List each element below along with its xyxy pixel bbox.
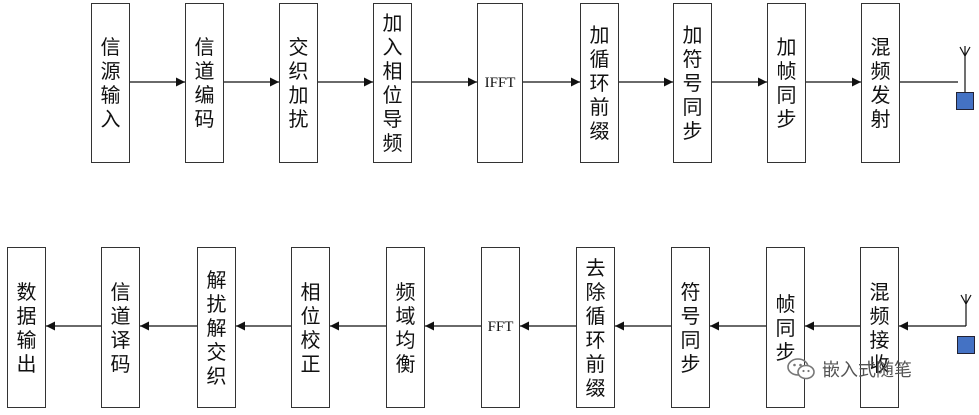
block-remove-cyclic-prefix: 去 除 循 环 前 缀 [576, 247, 615, 408]
block-channel-coding: 信 道 编 码 [185, 3, 224, 163]
block-label: 数 据 输 出 [16, 279, 37, 376]
block-add-frame-sync: 加 帧 同 步 [767, 3, 806, 163]
block-add-symbol-sync: 加 符 号 同 步 [673, 3, 712, 163]
block-add-phase-pilot: 加 入 相 位 导 频 [373, 3, 412, 163]
block-interleave-scramble: 交 织 加 扰 [279, 3, 318, 163]
block-label: 相 位 校 正 [300, 279, 321, 376]
block-fft: FFT [481, 247, 520, 408]
rx-antenna-base [957, 336, 975, 354]
block-label: 混 频 接 收 [869, 279, 890, 376]
watermark-text: 嵌入式随笔 [822, 360, 912, 381]
block-data-output: 数 据 输 出 [7, 247, 46, 408]
block-add-cyclic-prefix: 加 循 环 前 缀 [580, 3, 619, 163]
block-ifft: IFFT [477, 3, 523, 163]
block-descramble-deinterleave: 解 扰 解 交 织 [197, 247, 236, 408]
block-label: 频 域 均 衡 [395, 279, 416, 376]
block-symbol-sync: 符 号 同 步 [671, 247, 710, 408]
block-mix-transmit: 混 频 发 射 [861, 3, 900, 163]
tx-antenna-icon [900, 46, 971, 94]
block-label: 加 符 号 同 步 [682, 23, 703, 143]
block-channel-decoding: 信 道 译 码 [101, 247, 140, 408]
block-label: 解 扰 解 交 织 [206, 267, 227, 388]
watermark: 嵌入式随笔 [786, 355, 912, 383]
block-label: 信 源 输 入 [100, 35, 121, 131]
rx-antenna-icon [960, 294, 972, 326]
block-label: 去 除 循 环 前 缀 [585, 255, 606, 400]
block-label: 混 频 发 射 [870, 35, 891, 131]
block-freq-domain-equalize: 频 域 均 衡 [386, 247, 425, 408]
block-label: 加 帧 同 步 [776, 35, 797, 131]
block-phase-correction: 相 位 校 正 [291, 247, 330, 408]
block-mix-receive: 混 频 接 收 [860, 247, 899, 408]
block-label: 符 号 同 步 [680, 279, 701, 376]
wechat-icon [786, 357, 816, 381]
block-label: 信 道 译 码 [110, 279, 131, 376]
block-frame-sync: 帧 同 步 [766, 247, 805, 408]
tx-antenna-base [956, 92, 974, 110]
block-label: 交 织 加 扰 [288, 35, 309, 131]
block-source-input: 信 源 输 入 [91, 3, 130, 163]
block-label: 加 入 相 位 导 频 [382, 11, 403, 155]
block-label: 帧 同 步 [775, 291, 796, 364]
block-label: 加 循 环 前 缀 [589, 23, 610, 143]
block-label: IFFT [484, 74, 516, 91]
block-label: FFT [487, 319, 514, 335]
block-label: 信 道 编 码 [194, 35, 215, 131]
